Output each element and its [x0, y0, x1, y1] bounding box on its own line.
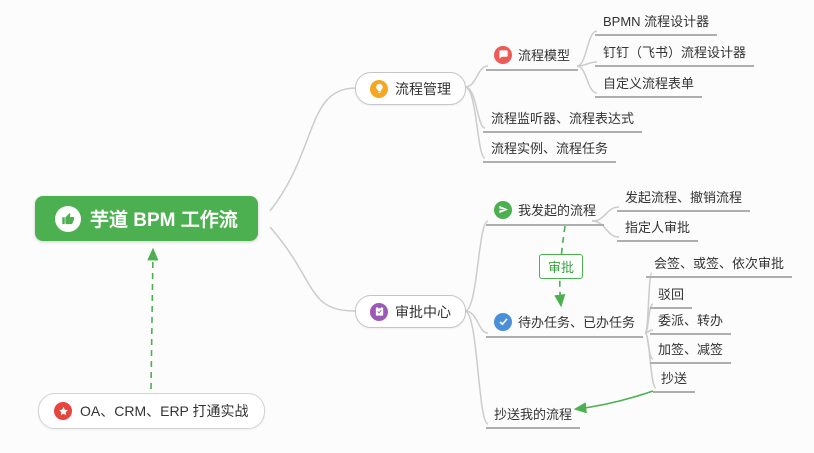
topic-label: 流程管理 [395, 80, 451, 97]
chat-bubble-icon [494, 45, 512, 64]
node-my-initiated[interactable]: 我发起的流程 [486, 197, 605, 226]
node-dingtalk-designer[interactable]: 钉钉（飞书）流程设计器 [595, 39, 755, 67]
star-icon [54, 402, 72, 420]
node-bpmn-designer[interactable]: BPMN 流程设计器 [595, 8, 718, 36]
node-delegate-transfer[interactable]: 委派、转办 [650, 307, 732, 335]
node-todo-done-tasks[interactable]: 待办任务、已办任务 [486, 309, 644, 338]
arrow-note-to-root [147, 247, 159, 390]
topic-process-management[interactable]: 流程管理 [355, 72, 466, 105]
thumbs-up-icon [55, 205, 81, 232]
node-label: 我发起的流程 [518, 203, 597, 218]
node-instance-task[interactable]: 流程实例、流程任务 [483, 135, 617, 163]
node-reject[interactable]: 驳回 [650, 281, 693, 309]
node-custom-form[interactable]: 自定义流程表单 [595, 70, 703, 98]
node-initiate-cancel[interactable]: 发起流程、撤销流程 [617, 184, 751, 212]
node-label: 流程模型 [518, 48, 571, 63]
node-cc-my-process[interactable]: 抄送我的流程 [486, 401, 581, 429]
node-countersign[interactable]: 会签、或签、依次审批 [646, 250, 793, 278]
note-label: OA、CRM、ERP 打通实战 [80, 403, 249, 419]
node-label: 待办任务、已办任务 [518, 315, 636, 330]
root-node[interactable]: 芋道 BPM 工作流 [35, 196, 258, 241]
node-process-model[interactable]: 流程模型 [486, 42, 579, 71]
topic-label: 审批中心 [395, 303, 451, 320]
send-icon [494, 200, 512, 219]
root-label: 芋道 BPM 工作流 [90, 210, 238, 231]
relationship-label-approval[interactable]: 审批 [539, 254, 584, 279]
node-assignee-approval[interactable]: 指定人审批 [617, 214, 699, 242]
node-cc[interactable]: 抄送 [653, 365, 696, 393]
note-oa-crm-erp[interactable]: OA、CRM、ERP 打通实战 [38, 393, 265, 429]
node-listener-expression[interactable]: 流程监听器、流程表达式 [483, 105, 643, 133]
bulb-icon [370, 79, 388, 98]
arrow-cc-to-ccmy [573, 390, 654, 414]
topic-approval-center[interactable]: 审批中心 [355, 295, 466, 328]
node-add-remove-sign[interactable]: 加签、减签 [650, 336, 732, 364]
clipboard-icon [370, 302, 388, 321]
check-icon [494, 312, 512, 331]
